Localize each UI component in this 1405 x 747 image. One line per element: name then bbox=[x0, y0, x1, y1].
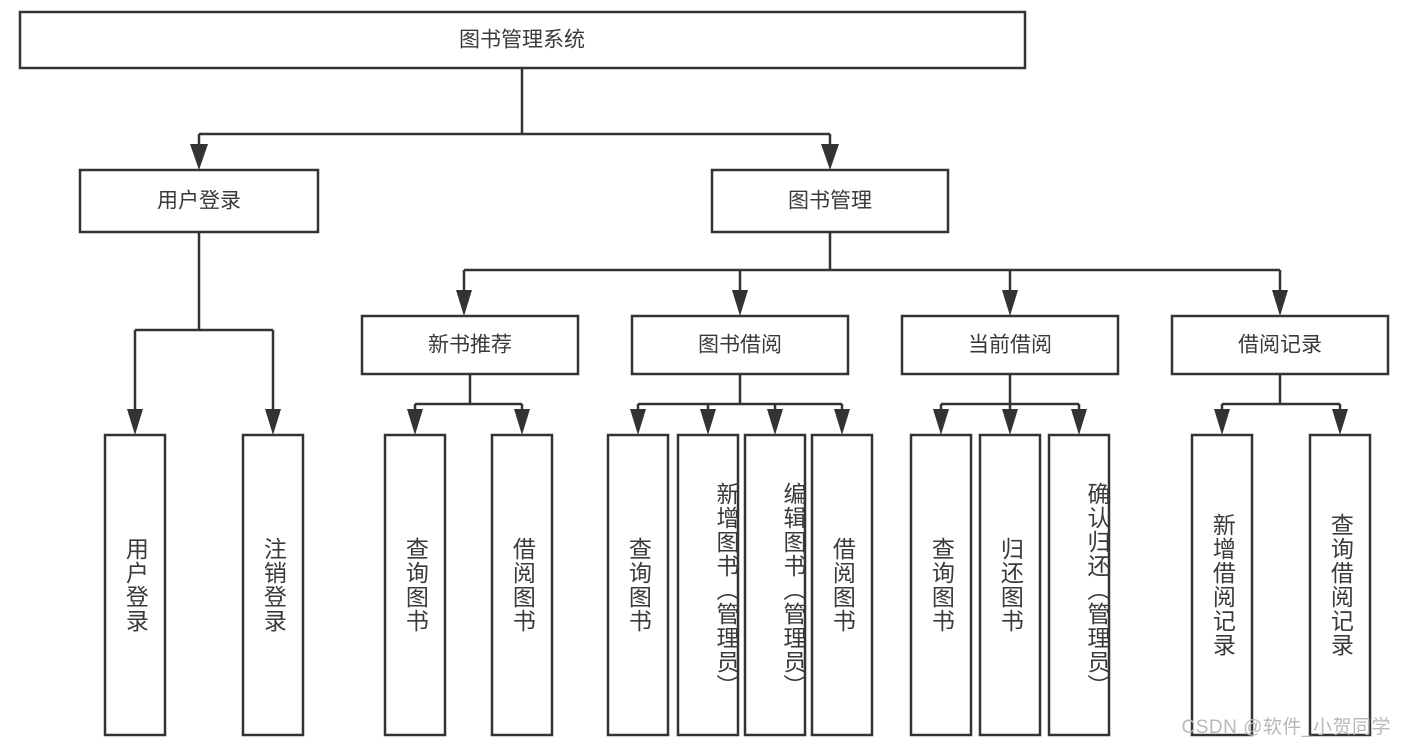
node-leaf-8-box[interactable] bbox=[810, 433, 874, 737]
node-leaf-5-box[interactable] bbox=[606, 433, 670, 737]
node-borrow-record[interactable]: 借阅记录 bbox=[1170, 314, 1390, 376]
node-book-borrow-box[interactable] bbox=[630, 314, 850, 376]
arrow-head-leaf-8 bbox=[834, 409, 850, 435]
arrow-head-book-manage bbox=[821, 144, 839, 170]
arrow-head-new-book-rec bbox=[456, 290, 472, 316]
arrow-head-leaf-6 bbox=[700, 409, 716, 435]
node-leaf-1-box[interactable] bbox=[103, 433, 167, 737]
connector-group bbox=[127, 68, 1348, 435]
csdn-watermark: CSDN @软件_小贺同学 bbox=[1181, 717, 1391, 738]
arrow-head-book-borrow bbox=[732, 290, 748, 316]
arrow-head-borrow-record bbox=[1272, 290, 1288, 316]
leaf-box-group bbox=[103, 433, 1372, 737]
node-root-box[interactable] bbox=[18, 10, 1027, 70]
node-root-label: 图书管理系统 bbox=[459, 29, 585, 52]
node-user-login-label: 用户登录 bbox=[157, 190, 241, 213]
node-leaf-13-box[interactable] bbox=[1308, 433, 1372, 737]
node-book-borrow-label: 图书借阅 bbox=[698, 334, 782, 357]
node-leaf-3-box[interactable] bbox=[383, 433, 447, 737]
node-borrow-record-box[interactable] bbox=[1170, 314, 1390, 376]
node-leaf-9-box[interactable] bbox=[909, 433, 973, 737]
arrow-head-leaf-13 bbox=[1332, 409, 1348, 435]
node-root[interactable]: 图书管理系统 bbox=[18, 10, 1027, 70]
node-user-login[interactable]: 用户登录 bbox=[78, 168, 320, 234]
node-leaf-2-box[interactable] bbox=[241, 433, 305, 737]
node-new-book-rec-box[interactable] bbox=[360, 314, 580, 376]
arrow-head-leaf-9 bbox=[933, 409, 949, 435]
arrow-head-leaf-3 bbox=[407, 409, 423, 435]
node-user-login-box[interactable] bbox=[78, 168, 320, 234]
arrow-head-leaf-5 bbox=[630, 409, 646, 435]
node-current-borrow[interactable]: 当前借阅 bbox=[900, 314, 1120, 376]
node-book-manage-box[interactable] bbox=[710, 168, 950, 234]
arrow-head-leaf-4 bbox=[514, 409, 530, 435]
arrow-head-leaf-1 bbox=[127, 409, 143, 435]
arrow-head-user-login bbox=[190, 144, 208, 170]
node-leaf-6-box[interactable] bbox=[676, 433, 740, 737]
node-leaf-4-box[interactable] bbox=[490, 433, 554, 737]
node-book-manage-label: 图书管理 bbox=[788, 190, 872, 213]
node-leaf-12-box[interactable] bbox=[1190, 433, 1254, 737]
node-new-book-rec-label: 新书推荐 bbox=[428, 334, 512, 357]
arrow-head-leaf-11 bbox=[1071, 409, 1087, 435]
arrow-head-leaf-7 bbox=[767, 409, 783, 435]
node-leaf-11-box[interactable] bbox=[1047, 433, 1111, 737]
arrow-head-leaf-12 bbox=[1214, 409, 1230, 435]
node-borrow-record-label: 借阅记录 bbox=[1238, 334, 1322, 357]
node-book-borrow[interactable]: 图书借阅 bbox=[630, 314, 850, 376]
arrow-head-leaf-2 bbox=[265, 409, 281, 435]
node-book-manage[interactable]: 图书管理 bbox=[710, 168, 950, 234]
arrow-head-leaf-10 bbox=[1002, 409, 1018, 435]
node-current-borrow-box[interactable] bbox=[900, 314, 1120, 376]
node-new-book-rec[interactable]: 新书推荐 bbox=[360, 314, 580, 376]
node-current-borrow-label: 当前借阅 bbox=[968, 334, 1052, 357]
node-leaf-7-box[interactable] bbox=[743, 433, 807, 737]
arrow-head-current-borrow bbox=[1002, 290, 1018, 316]
node-leaf-10-box[interactable] bbox=[978, 433, 1042, 737]
